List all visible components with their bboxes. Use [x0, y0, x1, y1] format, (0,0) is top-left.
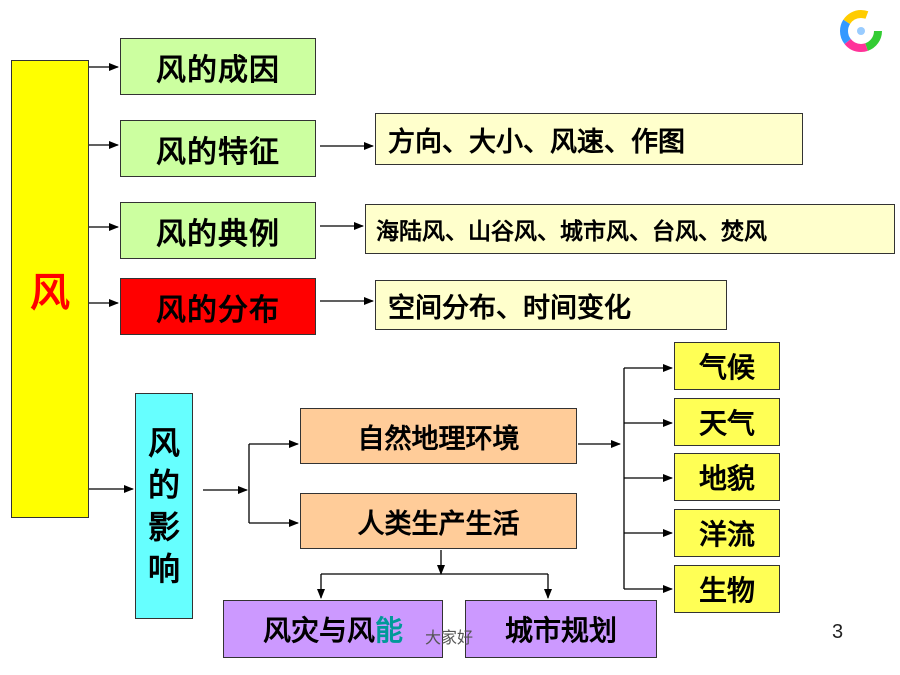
landform-label: 地貌 [698, 462, 755, 495]
influence-node: 风 的 影 响 [135, 393, 193, 619]
influence-char-1: 风 [147, 424, 180, 462]
biology-node: 生物 [674, 565, 780, 613]
branch-distribution: 风的分布 [120, 278, 316, 335]
biology-label: 生物 [698, 574, 755, 607]
wind-disaster-energy-label: 风灾与风 [262, 614, 375, 647]
influence-char-3: 影 [147, 508, 180, 546]
urban-planning-node: 城市规划 [465, 600, 657, 658]
natural-environment-label: 自然地理环境 [357, 423, 520, 455]
landform-node: 地貌 [674, 453, 780, 501]
human-activity-label: 人类生产生活 [357, 508, 520, 540]
ocean-current-label: 洋流 [698, 518, 755, 551]
branch-features: 风的特征 [120, 120, 316, 177]
branch-examples: 风的典例 [120, 202, 316, 259]
branch-cause-label: 风的成因 [156, 52, 280, 88]
features-detail: 方向、大小、风速、作图 [375, 113, 803, 165]
climate-node: 气候 [674, 342, 780, 390]
features-detail-text: 方向、大小、风速、作图 [388, 126, 685, 158]
weather-label: 天气 [698, 407, 755, 440]
footer-text: 大家好 [425, 628, 474, 647]
page-number: 3 [832, 621, 844, 643]
natural-environment-node: 自然地理环境 [300, 408, 577, 464]
climate-label: 气候 [698, 351, 755, 384]
wind-disaster-energy-node: 风灾与风能 [223, 600, 443, 658]
branch-examples-label: 风的典例 [156, 216, 280, 252]
influence-char-4: 响 [147, 550, 180, 588]
distribution-detail: 空间分布、时间变化 [375, 280, 727, 330]
urban-planning-label: 城市规划 [504, 614, 617, 647]
distribution-detail-text: 空间分布、时间变化 [388, 292, 631, 324]
branch-cause: 风的成因 [120, 38, 316, 95]
root-label: 风 [30, 270, 70, 316]
wind-energy-highlight: 能 [375, 614, 404, 647]
examples-detail: 海陆风、山谷风、城市风、台风、焚风 [365, 204, 895, 254]
branch-distribution-label: 风的分布 [156, 292, 280, 328]
examples-detail-text: 海陆风、山谷风、城市风、台风、焚风 [376, 219, 767, 245]
ocean-current-node: 洋流 [674, 509, 780, 557]
colorful-ring-logo-icon [840, 10, 882, 52]
influence-char-2: 的 [147, 466, 180, 504]
root-node: 风 [11, 60, 89, 518]
weather-node: 天气 [674, 398, 780, 446]
branch-features-label: 风的特征 [156, 134, 280, 170]
human-activity-node: 人类生产生活 [300, 493, 577, 549]
